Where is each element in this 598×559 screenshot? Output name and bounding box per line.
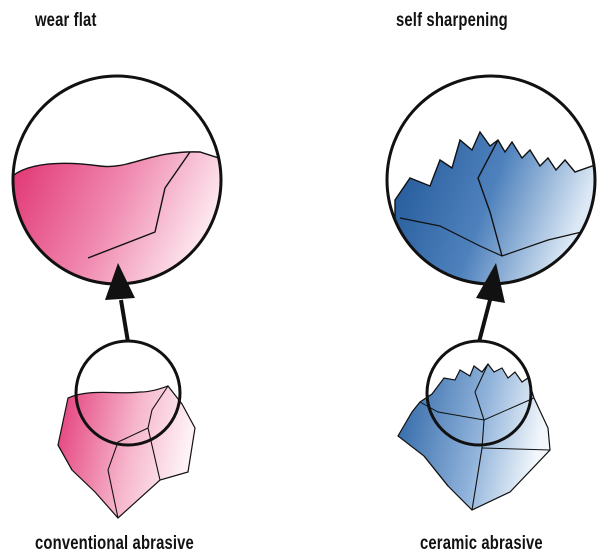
ceramic-abrasive-grain bbox=[398, 364, 550, 510]
